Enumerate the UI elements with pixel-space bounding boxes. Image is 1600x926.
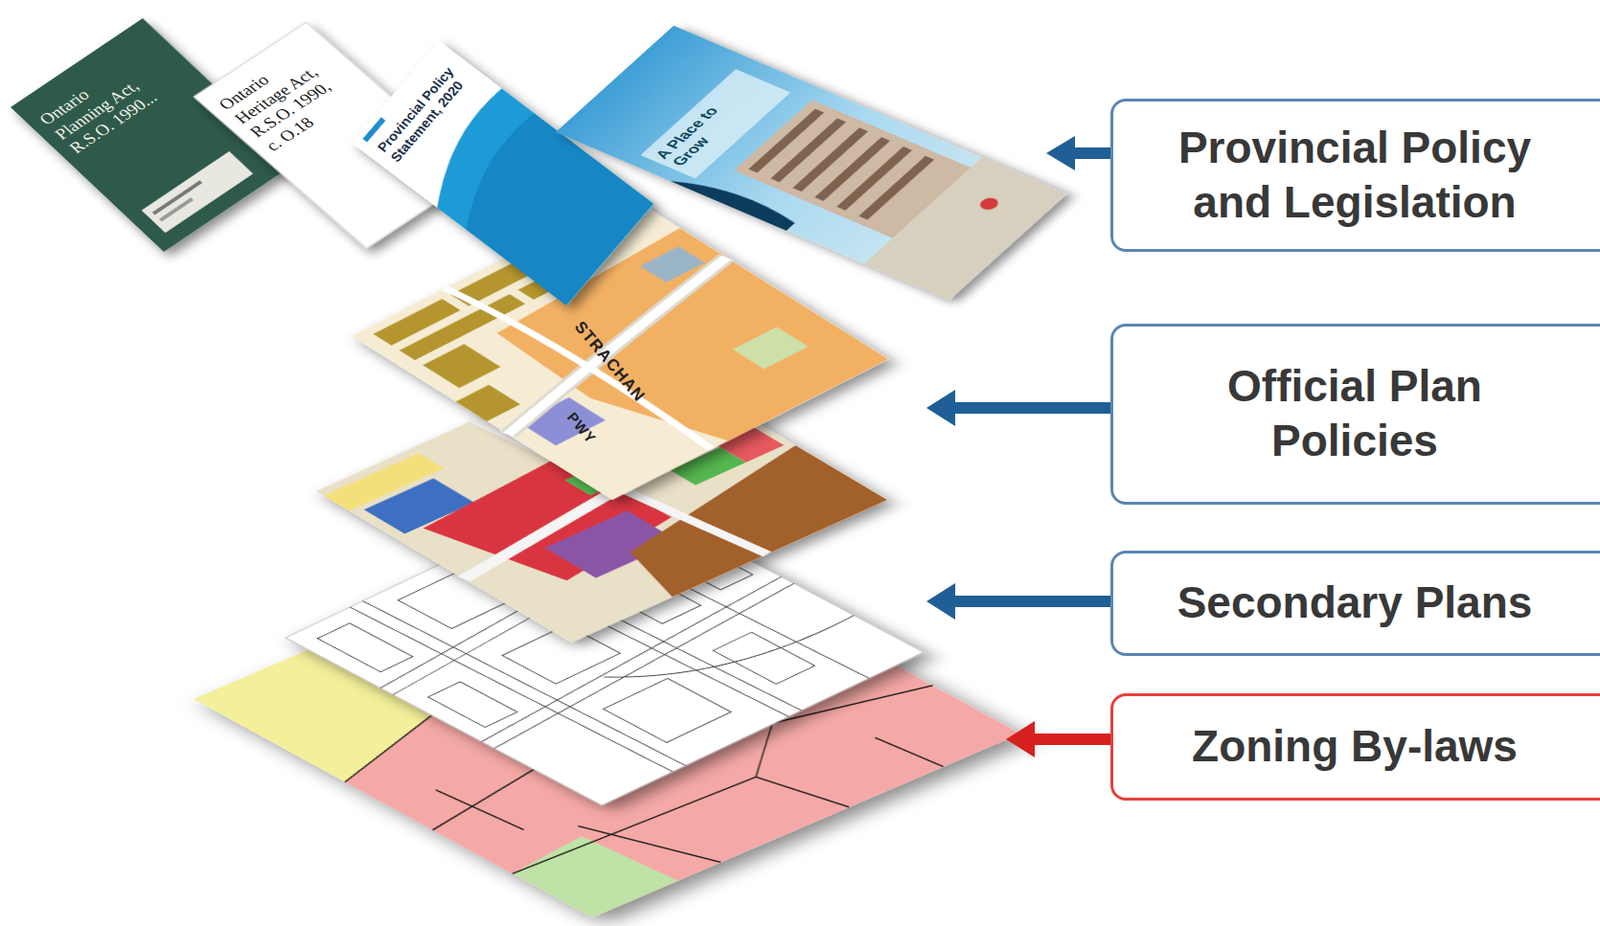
cover-photo <box>555 25 1067 300</box>
road <box>450 257 784 435</box>
block <box>422 343 501 389</box>
tag-line <box>159 197 194 222</box>
box-label: Official Plan Policies <box>1167 359 1542 470</box>
pointer-arrow <box>926 583 1114 620</box>
layer-box: Secondary Plans <box>1110 550 1600 657</box>
sheet <box>285 484 924 806</box>
plan-linework <box>285 484 924 806</box>
land-use-fill <box>732 326 809 369</box>
layer-box: Zoning By-laws <box>1110 693 1600 801</box>
cover-sheet <box>351 41 654 306</box>
page-curl <box>670 170 800 231</box>
layer-box: Provincial Policy and Legislation <box>1110 98 1600 252</box>
box-label: Zoning By-laws <box>1167 719 1542 776</box>
document-cover <box>555 25 1067 300</box>
layer-box: Official Plan Policies <box>1110 323 1600 505</box>
road <box>450 257 784 435</box>
cover-tag <box>141 151 253 233</box>
street <box>864 157 1067 300</box>
road <box>445 283 716 453</box>
box-label: Secondary Plans <box>1167 575 1542 632</box>
secondary-plan-map <box>285 484 924 806</box>
pedestrian <box>976 195 1003 212</box>
pointer-arrow <box>926 389 1114 427</box>
window-row <box>858 156 935 221</box>
pointer-arrow <box>1005 721 1114 758</box>
document-cover <box>351 41 654 306</box>
box-label: Provincial Policy and Legislation <box>1167 120 1542 231</box>
pointer-arrow <box>1046 136 1114 171</box>
block <box>456 385 521 422</box>
